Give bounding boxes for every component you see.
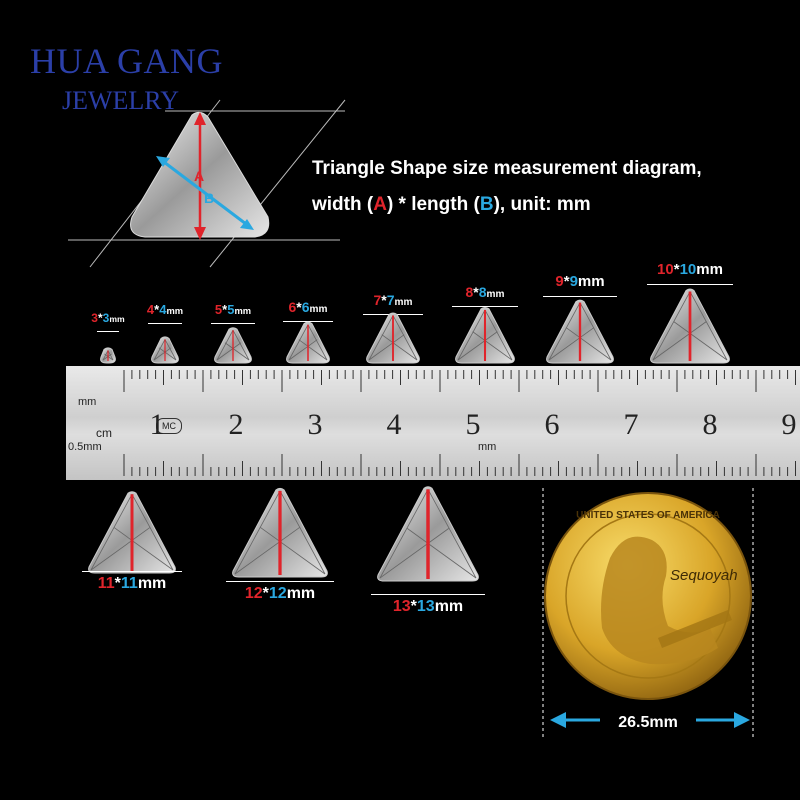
gem-9mm xyxy=(546,299,614,364)
gem-4mm xyxy=(151,336,179,364)
ruler-mm-mid-label: mm xyxy=(478,441,497,453)
size-underline-12mm xyxy=(226,581,334,582)
size-label-9mm: 9*9mm xyxy=(555,273,605,290)
gem-13mm xyxy=(377,486,479,582)
brand-name: HUA GANG xyxy=(30,41,223,81)
size-label-6mm: 6*6mm xyxy=(288,299,328,315)
size-row-gems xyxy=(100,288,730,364)
size-label-4mm: 4*4mm xyxy=(146,302,184,317)
gem-8mm xyxy=(455,306,515,364)
description-line-1: Triangle Shape size measurement diagram, xyxy=(312,158,702,179)
gem-5mm xyxy=(214,327,252,364)
size-label-7mm: 7*7mm xyxy=(373,292,413,308)
ruler xyxy=(66,366,800,480)
size-underline-4mm xyxy=(148,323,182,324)
ruler-mm-label: mm xyxy=(78,396,97,408)
coin-comparison: Sequoyah UNITED STATES OF AMERICA 26.5mm xyxy=(542,488,754,738)
diagram-label-a: A xyxy=(194,168,204,184)
description-line-2: width (A) * length (B), unit: mm xyxy=(312,194,591,215)
gem-10mm xyxy=(650,288,730,364)
size-underline-13mm xyxy=(371,594,485,595)
gem-12mm xyxy=(232,487,328,578)
size-underline-3mm xyxy=(97,331,119,332)
size-underline-11mm xyxy=(82,571,182,572)
bottom-gems xyxy=(88,486,479,582)
coin-caption: Sequoyah xyxy=(670,567,738,584)
ruler-number-3: 3 xyxy=(307,408,323,441)
size-label-5mm: 5*5mm xyxy=(214,302,252,317)
ruler-number-7: 7 xyxy=(623,408,639,441)
size-label-3mm: 3*3mm xyxy=(91,311,125,325)
ruler-number-6: 6 xyxy=(544,408,560,441)
size-underline-10mm xyxy=(647,284,733,285)
gem-7mm xyxy=(366,312,420,364)
coin-rim-text: UNITED STATES OF AMERICA xyxy=(576,510,720,521)
coin-portrait xyxy=(601,536,718,665)
ruler-number-1: 1 xyxy=(149,408,165,441)
size-label-11mm: 11*11mm xyxy=(97,575,167,592)
gem-6mm xyxy=(286,321,330,364)
ruler-number-4: 4 xyxy=(386,408,402,441)
size-underline-9mm xyxy=(543,296,617,297)
size-label-8mm: 8*8mm xyxy=(465,284,505,300)
ruler-mark-logo: MC xyxy=(156,418,182,434)
ruler-number-2: 2 xyxy=(228,408,244,441)
ruler-cm-label: cm xyxy=(96,426,112,440)
ruler-number-5: 5 xyxy=(465,408,481,441)
size-label-12mm: 12*12mm xyxy=(244,585,316,602)
diagram-slant-right xyxy=(209,99,346,268)
size-underline-6mm xyxy=(283,321,333,322)
ruler-number-8: 8 xyxy=(702,408,718,441)
ruler-ticks xyxy=(123,370,796,476)
gem-3mm xyxy=(100,347,116,364)
length-letter: B xyxy=(479,194,494,215)
width-letter: A xyxy=(373,194,387,215)
size-label-13mm: 13*13mm xyxy=(392,598,464,615)
brand-subtitle: JEWELRY xyxy=(62,86,179,115)
gem-11mm xyxy=(88,491,176,574)
size-underline-8mm xyxy=(452,306,518,307)
measurement-diagram: A B xyxy=(68,99,346,268)
coin-diameter-label: 26.5mm xyxy=(618,714,678,731)
size-label-10mm: 10*10mm xyxy=(657,261,723,278)
ruler-number-9: 9 xyxy=(781,408,797,441)
size-underline-5mm xyxy=(211,323,255,324)
diagram-width-arrow xyxy=(159,157,251,229)
ruler-half-mm-label: 0.5mm xyxy=(68,441,102,453)
diagram-label-b: B xyxy=(204,190,214,206)
